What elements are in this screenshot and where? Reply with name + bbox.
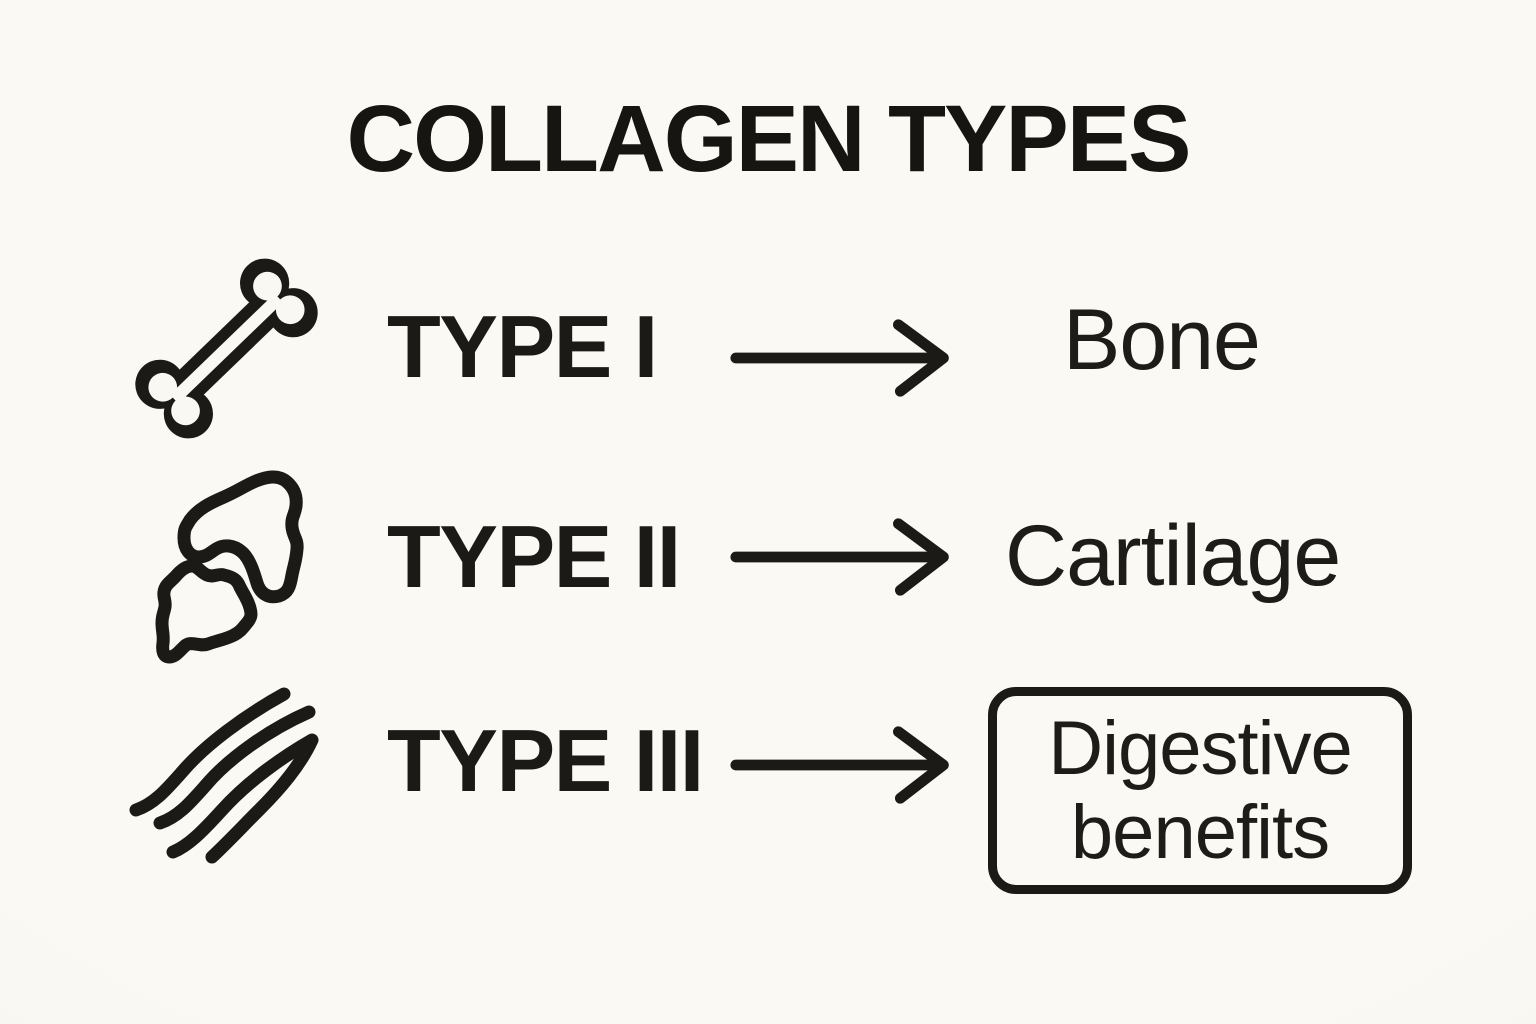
type-i-label: TYPE I [387,297,658,396]
bone-icon [135,258,318,439]
digestive-benefits-box: Digestive benefits [988,687,1412,894]
arrow-right-icon [730,726,949,804]
type-iii-target-line2: benefits [1070,789,1330,875]
type-iii-label: TYPE III [387,711,704,810]
type-ii-target-label: Cartilage [1005,508,1341,604]
page-title: COLLAGEN TYPES [346,86,1192,192]
type-ii-label: TYPE II [387,507,681,606]
arrow-right-icon [730,518,949,596]
cartilage-icon [155,470,304,664]
type-iii-target-line1: Digestive [1048,705,1353,791]
type-i-target-label: Bone [1063,292,1261,388]
collagen-fibers-icon [129,687,319,864]
arrow-right-icon [730,319,949,397]
